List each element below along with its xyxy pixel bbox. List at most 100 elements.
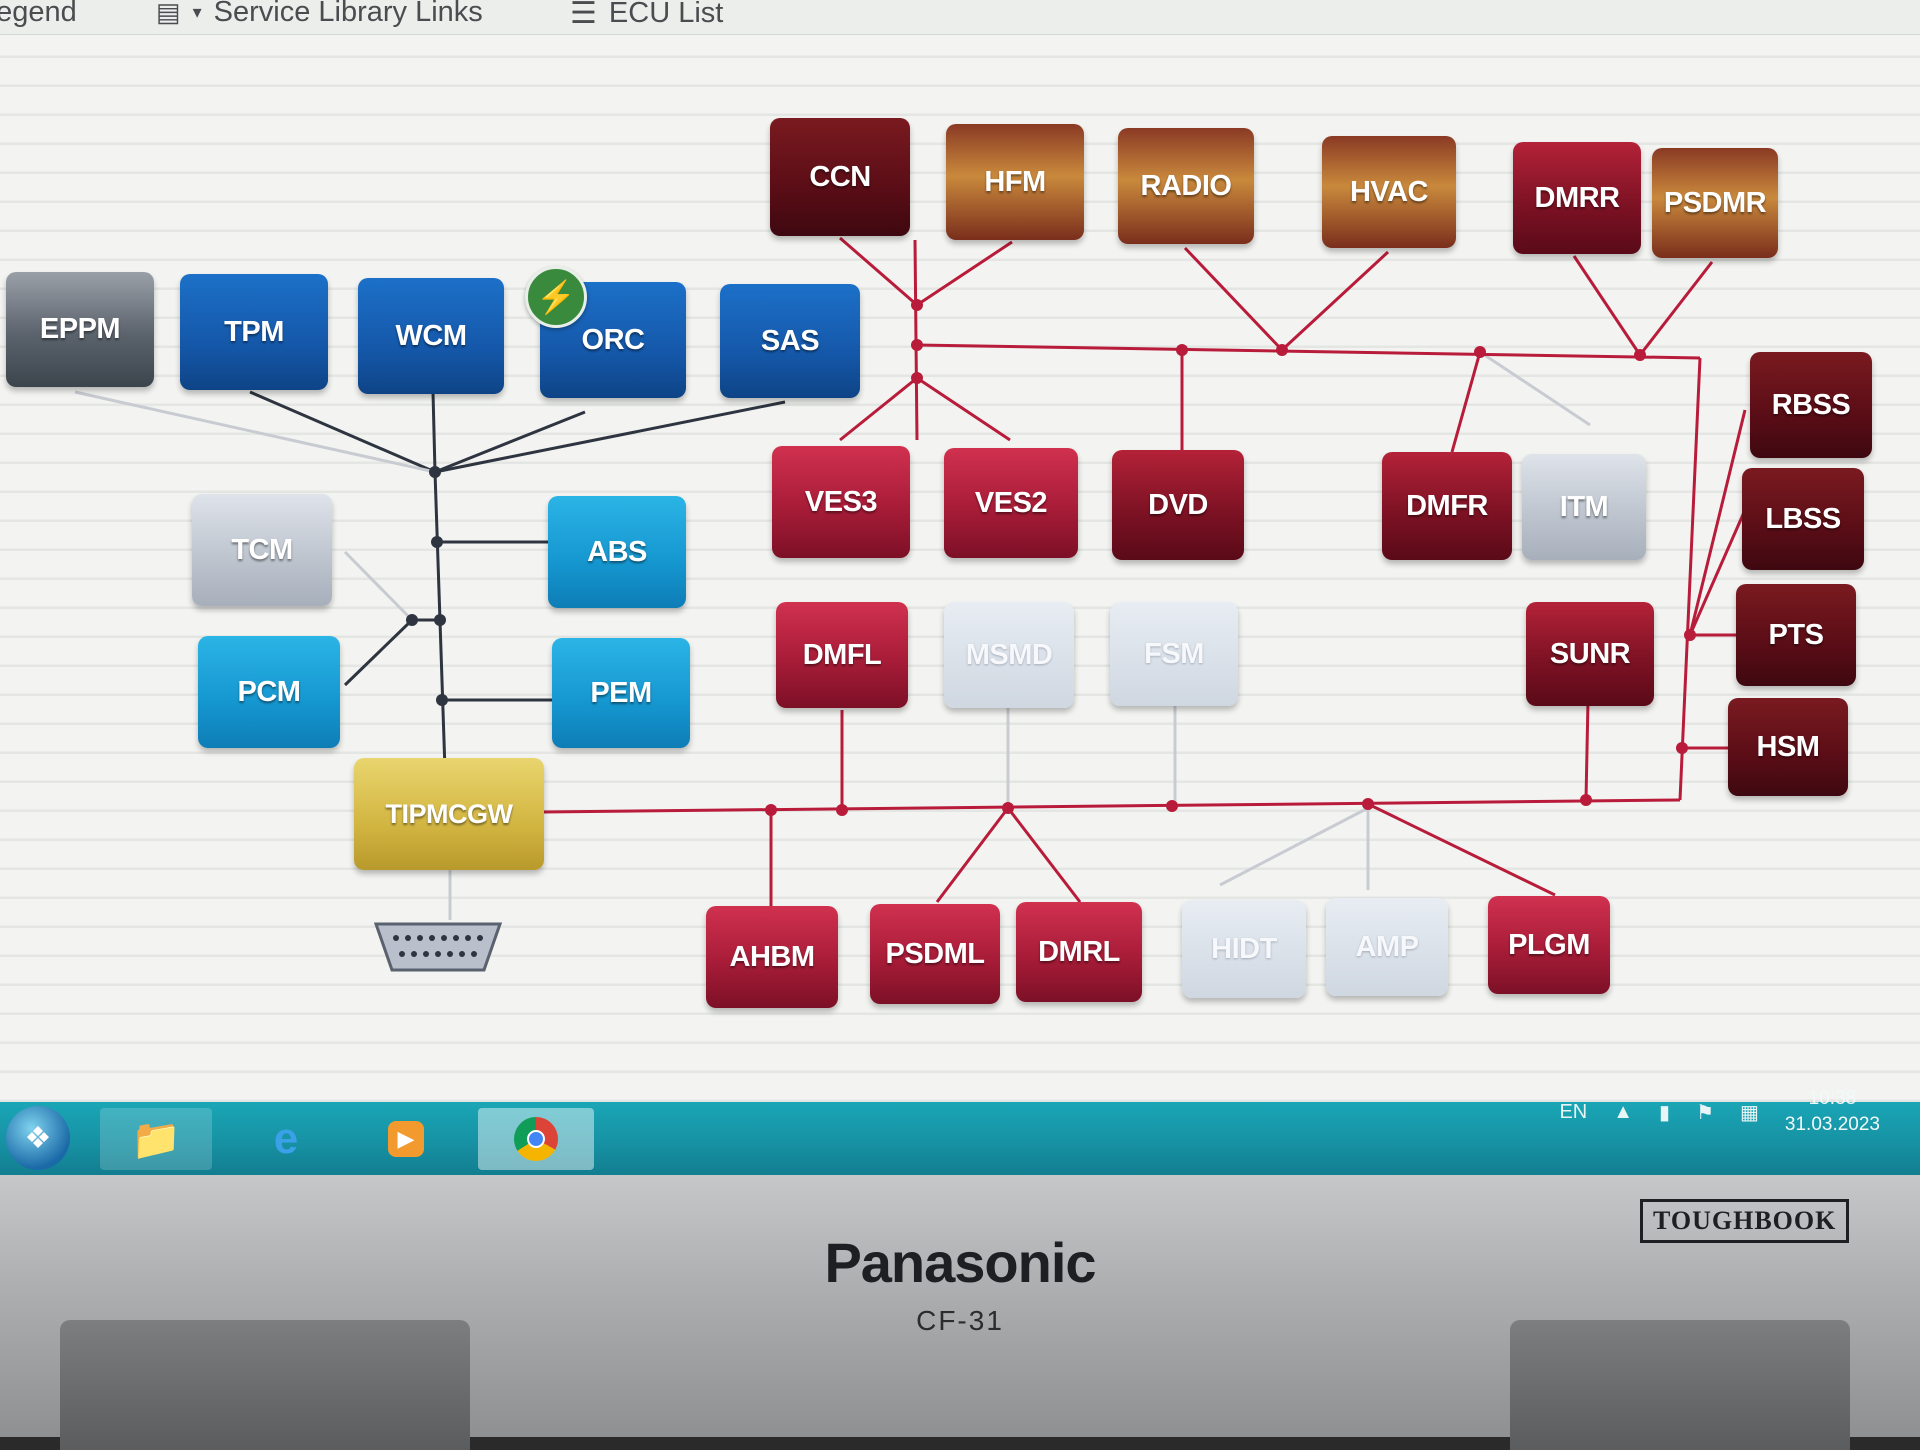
ecu-abs-label: ABS [587, 535, 647, 568]
ecu-hsm-label: HSM [1756, 730, 1820, 763]
ecu-dvd-label: DVD [1148, 488, 1208, 521]
media-player-icon: ▶ [388, 1121, 424, 1157]
ecu-plgm-label: PLGM [1508, 928, 1590, 961]
model-label: CF-31 [916, 1305, 1004, 1336]
ecu-psdml-label: PSDML [885, 937, 986, 970]
service-library-links-menu[interactable]: ▤ ▾ Service Library Links [156, 0, 483, 29]
power-icon[interactable]: ▮ [1659, 1101, 1671, 1124]
ecu-rbss-label: RBSS [1771, 388, 1851, 421]
obd-connector-icon[interactable] [372, 920, 504, 974]
ecu-dmrl[interactable]: DMRL [1016, 902, 1142, 1002]
ecu-hfm-label: HFM [984, 165, 1046, 198]
ecu-list-menu[interactable]: ☰ ECU List [570, 0, 723, 31]
ecu-eppm[interactable]: EPPM [6, 272, 154, 387]
ecu-itm-label: ITM [1559, 490, 1609, 523]
ecu-sunr-label: SUNR [1549, 637, 1631, 670]
ecu-dmrl-label: DMRL [1038, 935, 1120, 968]
dark-bus-nodes [406, 466, 448, 706]
show-hidden-icons-icon[interactable]: ▲ [1613, 1100, 1634, 1123]
ecu-fsm-label: FSM [1144, 637, 1204, 670]
ecu-hidt[interactable]: HIDT [1182, 900, 1306, 998]
ecu-hvac[interactable]: HVAC [1322, 136, 1456, 248]
folder-icon: 📁 [131, 1117, 181, 1162]
brand-logo: Panasonic [824, 1231, 1096, 1294]
ecu-tpm-label: TPM [224, 315, 284, 348]
ecu-amp-label: AMP [1355, 930, 1419, 963]
ecu-tpm[interactable]: TPM [180, 274, 328, 390]
ecu-eppm-label: EPPM [39, 313, 121, 345]
taskbar: ❖ 📁 e ▶ [0, 1102, 1920, 1175]
ecu-dmfr[interactable]: DMFR [1382, 452, 1512, 560]
dropdown-caret-icon: ▾ [192, 2, 202, 22]
ecu-sas-label: SAS [760, 324, 820, 357]
chrome-taskbar-button[interactable] [478, 1108, 594, 1170]
light-bus [74, 350, 1591, 920]
ecu-ahbm-label: AHBM [729, 940, 816, 973]
ecu-pts[interactable]: PTS [1736, 584, 1856, 686]
ecu-plgm[interactable]: PLGM [1488, 896, 1610, 994]
ecu-pem-label: PEM [590, 676, 652, 709]
book-icon: ▤ [156, 0, 181, 27]
right-hinge [1510, 1320, 1850, 1450]
start-button[interactable]: ❖ [6, 1106, 70, 1170]
ecu-wcm[interactable]: WCM [358, 278, 504, 394]
ecu-msmd-label: MSMD [965, 638, 1053, 671]
ecu-rbss[interactable]: RBSS [1750, 352, 1872, 458]
ecu-pcm[interactable]: PCM [198, 636, 340, 748]
action-center-flag-icon[interactable]: ⚑ [1696, 1101, 1714, 1124]
system-tray: EN ▲ ▮ ⚑ ▦ 10:38 31.03.2023 [1559, 1082, 1880, 1142]
laptop-bezel: TOUGHBOOK Panasonic CF-31 [0, 1175, 1920, 1450]
ecu-pts-label: PTS [1768, 618, 1824, 651]
ecu-dmfl[interactable]: DMFL [776, 602, 908, 708]
ecu-ccn[interactable]: CCN [770, 118, 910, 236]
ecu-fsm[interactable]: FSM [1110, 602, 1238, 706]
ecu-psdml[interactable]: PSDML [870, 904, 1000, 1004]
ecu-abs[interactable]: ABS [548, 496, 686, 608]
ecu-radio[interactable]: RADIO [1118, 128, 1254, 244]
ecu-ves2-label: VES2 [974, 486, 1048, 519]
ecu-sas[interactable]: SAS [720, 284, 860, 398]
chrome-icon [514, 1117, 558, 1161]
clock[interactable]: 10:38 31.03.2023 [1785, 1086, 1880, 1138]
ecu-tcm[interactable]: TCM [192, 494, 332, 606]
ecu-psdmr[interactable]: PSDMR [1652, 148, 1778, 258]
left-hinge [60, 1320, 470, 1450]
ecu-sunr[interactable]: SUNR [1526, 602, 1654, 706]
ecu-ves2[interactable]: VES2 [944, 448, 1078, 558]
ecu-dmrr[interactable]: DMRR [1513, 142, 1641, 254]
ecu-ahbm[interactable]: AHBM [706, 906, 838, 1008]
toughbook-logo: TOUGHBOOK [1640, 1199, 1850, 1243]
language-indicator[interactable]: EN [1559, 1100, 1588, 1123]
ecu-itm[interactable]: ITM [1522, 454, 1646, 560]
internet-explorer-icon: e [273, 1114, 299, 1163]
ecu-ccn-label: CCN [809, 160, 871, 193]
ecu-hvac-label: HVAC [1349, 175, 1429, 208]
lightning-icon[interactable]: ⚡ [525, 266, 587, 328]
ecu-hsm[interactable]: HSM [1728, 698, 1848, 796]
legend-label: Legend [0, 0, 77, 28]
ecu-orc-label: ORC [581, 323, 645, 356]
ecu-dmfr-label: DMFR [1406, 489, 1488, 522]
ecu-pem[interactable]: PEM [552, 638, 690, 748]
ecu-pcm-label: PCM [237, 675, 301, 708]
ecu-dmrr-label: DMRR [1534, 181, 1621, 214]
legend-menu[interactable]: Legend [0, 0, 77, 29]
red-bus [542, 236, 1747, 910]
ie-taskbar-button[interactable]: e [230, 1108, 342, 1170]
ecu-msmd[interactable]: MSMD [944, 602, 1074, 708]
ecu-list-label: ECU List [608, 0, 724, 29]
signal-icon[interactable]: ▦ [1740, 1101, 1759, 1124]
ecu-ves3[interactable]: VES3 [772, 446, 910, 558]
ecu-tipmcgw[interactable]: TIPMCGW [354, 758, 544, 870]
service-links-label: Service Library Links [213, 0, 483, 28]
ecu-amp[interactable]: AMP [1326, 898, 1448, 996]
explorer-taskbar-button[interactable]: 📁 [100, 1108, 212, 1170]
clock-date: 31.03.2023 [1784, 1114, 1880, 1135]
ecu-tcm-label: TCM [231, 533, 293, 566]
clock-time: 10:38 [1808, 1088, 1857, 1109]
ecu-hfm[interactable]: HFM [946, 124, 1084, 240]
ecu-dvd[interactable]: DVD [1112, 450, 1244, 560]
ecu-wcm-label: WCM [395, 319, 467, 352]
media-player-taskbar-button[interactable]: ▶ [350, 1108, 462, 1170]
ecu-lbss[interactable]: LBSS [1742, 468, 1864, 570]
